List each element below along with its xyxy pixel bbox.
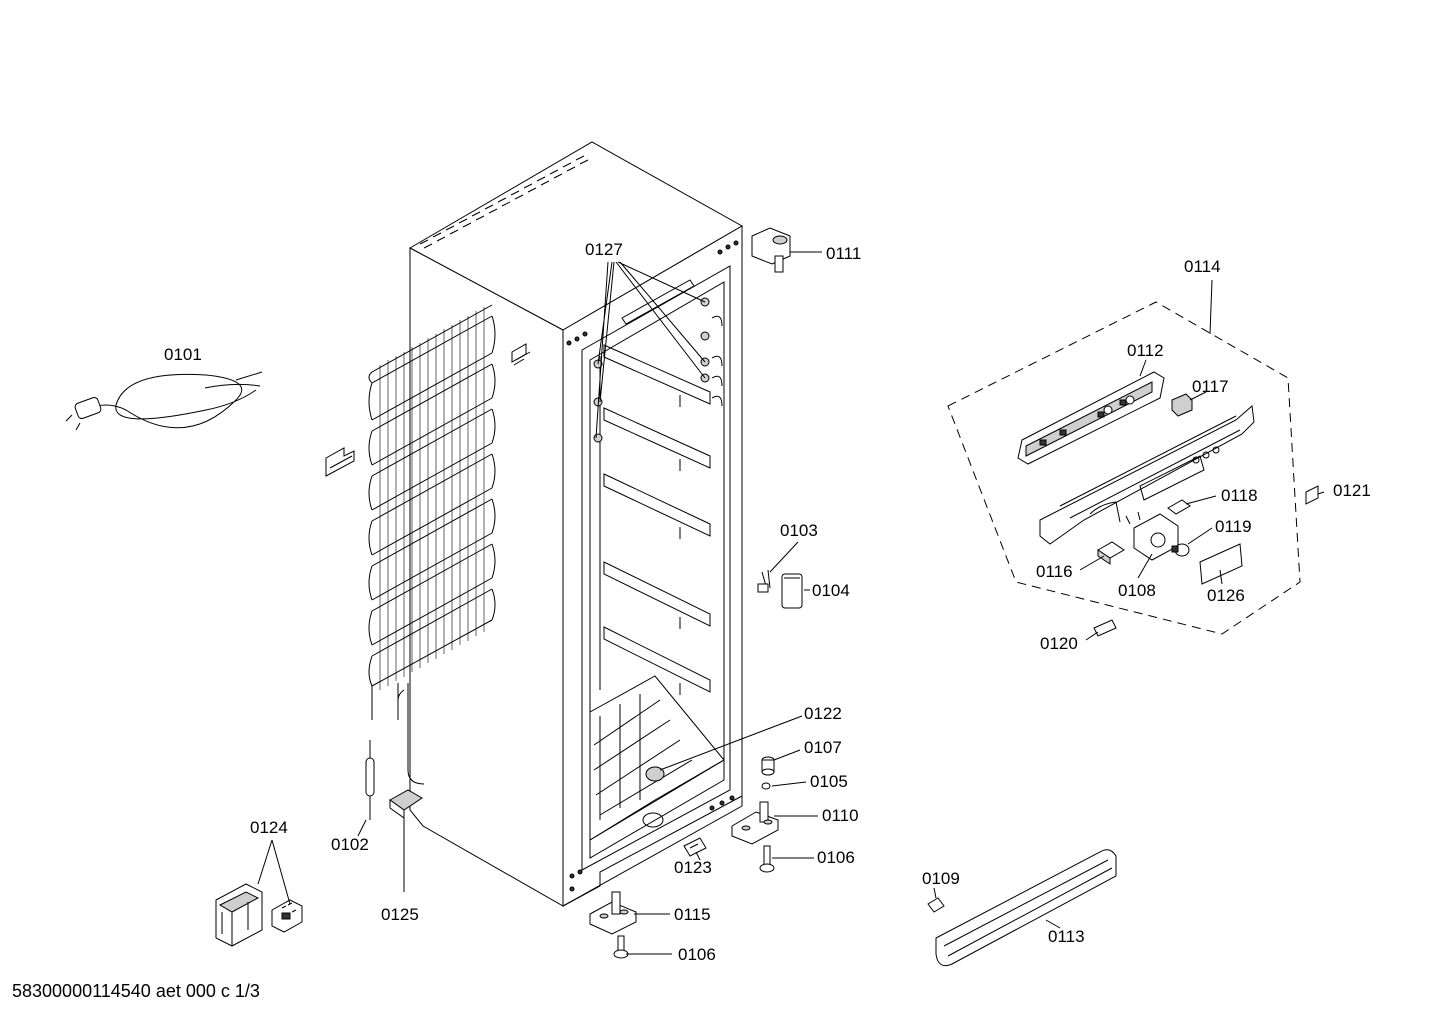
power-cable: [65, 371, 263, 431]
label-0111: 0111: [826, 244, 861, 263]
label-0118: 0118: [1221, 486, 1258, 505]
label-0102: 0102: [331, 835, 369, 854]
screw-0106-lower: [613, 935, 629, 959]
condenser-coil: [368, 304, 496, 785]
plinth-cover: [935, 849, 1117, 967]
leader-lines: [257, 251, 1325, 955]
label-0107: 0107: [804, 738, 842, 757]
label-0109: 0109: [922, 869, 960, 888]
label-0117: 0117: [1192, 377, 1229, 396]
door-parts: [757, 569, 803, 609]
part-0120: [1093, 619, 1117, 637]
label-0114: 0114: [1184, 257, 1221, 276]
bottom-hinge: [731, 801, 779, 845]
screw-0106-upper: [759, 845, 775, 873]
label-0122: 0122: [804, 704, 842, 723]
part-labels: 0101 0102 0103 0104 0105 0106 0106 0107 …: [164, 240, 1371, 964]
label-0101: 0101: [164, 345, 202, 364]
label-0106-upper: 0106: [817, 848, 855, 867]
bolt-0107: [761, 756, 775, 776]
washer-0105: [761, 782, 771, 790]
label-0116: 0116: [1036, 562, 1073, 581]
label-0126: 0126: [1207, 586, 1245, 605]
label-0123: 0123: [674, 858, 712, 877]
label-0105: 0105: [810, 772, 848, 791]
top-hinge: [751, 227, 791, 273]
control-assembly-boundary: [947, 301, 1301, 635]
lower-hinge: [589, 891, 637, 935]
condenser-bracket: [325, 447, 355, 477]
part-0109: [927, 897, 945, 913]
part-0121: [1305, 485, 1319, 505]
label-0124: 0124: [250, 818, 288, 837]
label-0103: 0103: [780, 521, 818, 540]
label-0119: 0119: [1215, 517, 1252, 536]
cabinet-body: [408, 141, 744, 907]
filter-dryer: [365, 740, 375, 820]
relay-box: [215, 883, 303, 947]
label-0108: 0108: [1118, 581, 1156, 600]
label-0120: 0120: [1040, 634, 1078, 653]
control-panel-parts: [1017, 371, 1319, 637]
label-0104: 0104: [812, 581, 850, 600]
label-0125: 0125: [381, 905, 419, 924]
label-0110: 0110: [822, 806, 859, 825]
label-0106-lower: 0106: [678, 945, 716, 964]
label-0121: 0121: [1333, 481, 1371, 500]
label-0112: 0112: [1127, 341, 1164, 360]
label-0115: 0115: [674, 905, 711, 924]
document-id-footer: 58300000114540 aet 000 c 1/3: [12, 981, 260, 1001]
cover-0123: [683, 837, 707, 857]
label-0113: 0113: [1048, 927, 1085, 946]
label-0127: 0127: [585, 240, 623, 259]
